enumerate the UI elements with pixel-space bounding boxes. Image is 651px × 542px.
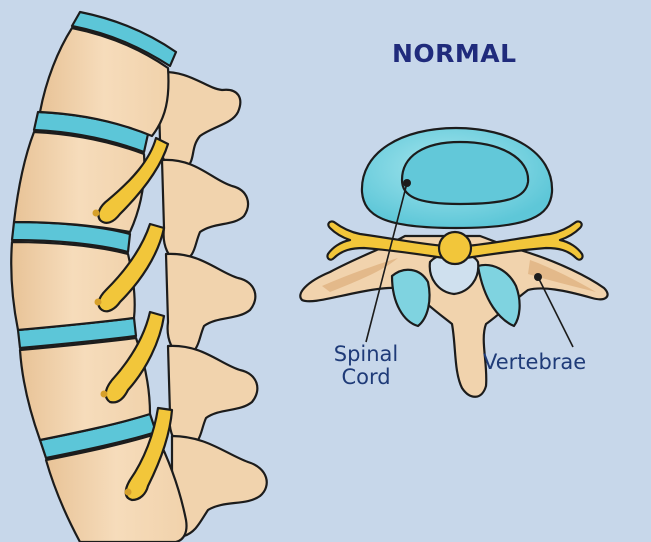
facet-left [392, 270, 430, 326]
spinous-process-3 [166, 254, 255, 356]
spinous-process-1 [158, 72, 240, 170]
spinous-processes [158, 72, 267, 536]
spinous-process-4 [168, 346, 257, 448]
vertebra-side-2 [14, 132, 144, 232]
spinal-cord-label-line2: Cord [326, 366, 406, 389]
diagram-title: NORMAL [392, 40, 517, 67]
spinous-process-2 [162, 160, 248, 262]
vertebrae-label: Vertebrae [483, 351, 586, 374]
spinal-cord-label-line1: Spinal [326, 343, 406, 366]
spinal-cord-cross-section [439, 232, 471, 264]
vertebral-bodies [11, 28, 186, 542]
spinal-cord-label: Spinal Cord [326, 343, 406, 388]
side-view-spine [11, 12, 267, 542]
